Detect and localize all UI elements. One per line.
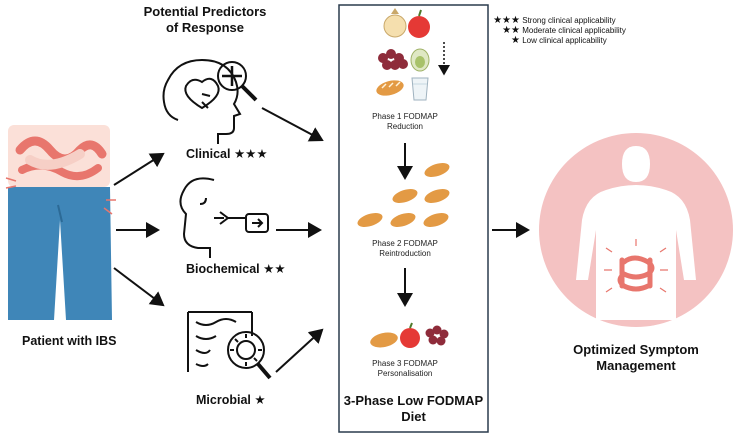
predictor-microbial-label: Microbial	[196, 393, 251, 407]
legend-text-moderate: Moderate clinical applicability	[522, 26, 626, 35]
legend-text-low: Low clinical applicability	[522, 36, 607, 45]
healthy-body-illustration	[539, 133, 733, 327]
phase1-line2: Reduction	[386, 122, 424, 131]
legend: ★★★ Strong clinical applicability ★★ Mod…	[492, 16, 626, 46]
predictor-microbial: Microbial ★	[196, 392, 266, 407]
predictor-biochemical: Biochemical ★★	[186, 261, 286, 276]
legend-stars-strong: ★★★	[493, 15, 520, 26]
arrow-microbial-diet	[275, 328, 324, 373]
diet-title-line2: Diet	[401, 409, 426, 424]
legend-item-strong: ★★★ Strong clinical applicability	[492, 16, 626, 26]
diet-title-line1: 3-Phase Low FODMAP	[343, 393, 484, 408]
arrow-patient-clinical	[113, 152, 165, 186]
diet-box	[338, 4, 489, 433]
phase1-line1: Phase 1 FODMAP	[372, 112, 438, 121]
predictor-microbial-stars: ★	[254, 393, 266, 407]
legend-item-moderate: ★★ Moderate clinical applicability	[492, 26, 626, 36]
brain-head-icon	[162, 58, 258, 144]
phase2-label: Phase 2 FODMAP Reintroduction	[350, 239, 460, 259]
phase3-foods	[370, 322, 449, 348]
legend-item-low: ★ Low clinical applicability	[492, 36, 626, 46]
legend-stars-moderate: ★★	[502, 25, 520, 36]
breath-test-icon	[179, 177, 269, 258]
predictors-title-line1: Potential Predictors	[143, 4, 267, 19]
phase2-breads	[357, 163, 450, 227]
phase3-line2: Personalisation	[377, 369, 433, 378]
phase1-foods	[376, 8, 430, 101]
phase3-line1: Phase 3 FODMAP	[372, 359, 438, 368]
legend-text-strong: Strong clinical applicability	[522, 16, 616, 25]
predictor-clinical: Clinical ★★★	[186, 146, 268, 161]
patient-label: Patient with IBS	[22, 334, 117, 348]
outcome-line2: Management	[596, 358, 676, 373]
predictor-biochemical-label: Biochemical	[186, 262, 260, 276]
outcome-label: Optimized Symptom Management	[556, 342, 716, 374]
phase2-line1: Phase 2 FODMAP	[372, 239, 438, 248]
predictors-title-line2: of Response	[165, 20, 244, 35]
arrow-clinical-diet	[261, 107, 324, 142]
legend-stars-low: ★	[511, 35, 520, 46]
diet-title: 3-Phase Low FODMAP Diet	[339, 393, 488, 425]
predictor-clinical-label: Clinical	[186, 147, 231, 161]
microbiome-icon	[187, 311, 272, 380]
predictors-title: Potential Predictors of Response	[130, 4, 280, 36]
predictor-clinical-stars: ★★★	[233, 147, 268, 161]
arrow-patient-microbial	[113, 267, 165, 307]
patient-illustration	[5, 125, 116, 320]
phase2-line2: Reintroduction	[379, 249, 431, 258]
phase3-label: Phase 3 FODMAP Personalisation	[350, 359, 460, 379]
phase1-label: Phase 1 FODMAP Reduction	[350, 112, 460, 132]
predictor-biochemical-stars: ★★	[263, 262, 286, 276]
outcome-line1: Optimized Symptom	[573, 342, 699, 357]
